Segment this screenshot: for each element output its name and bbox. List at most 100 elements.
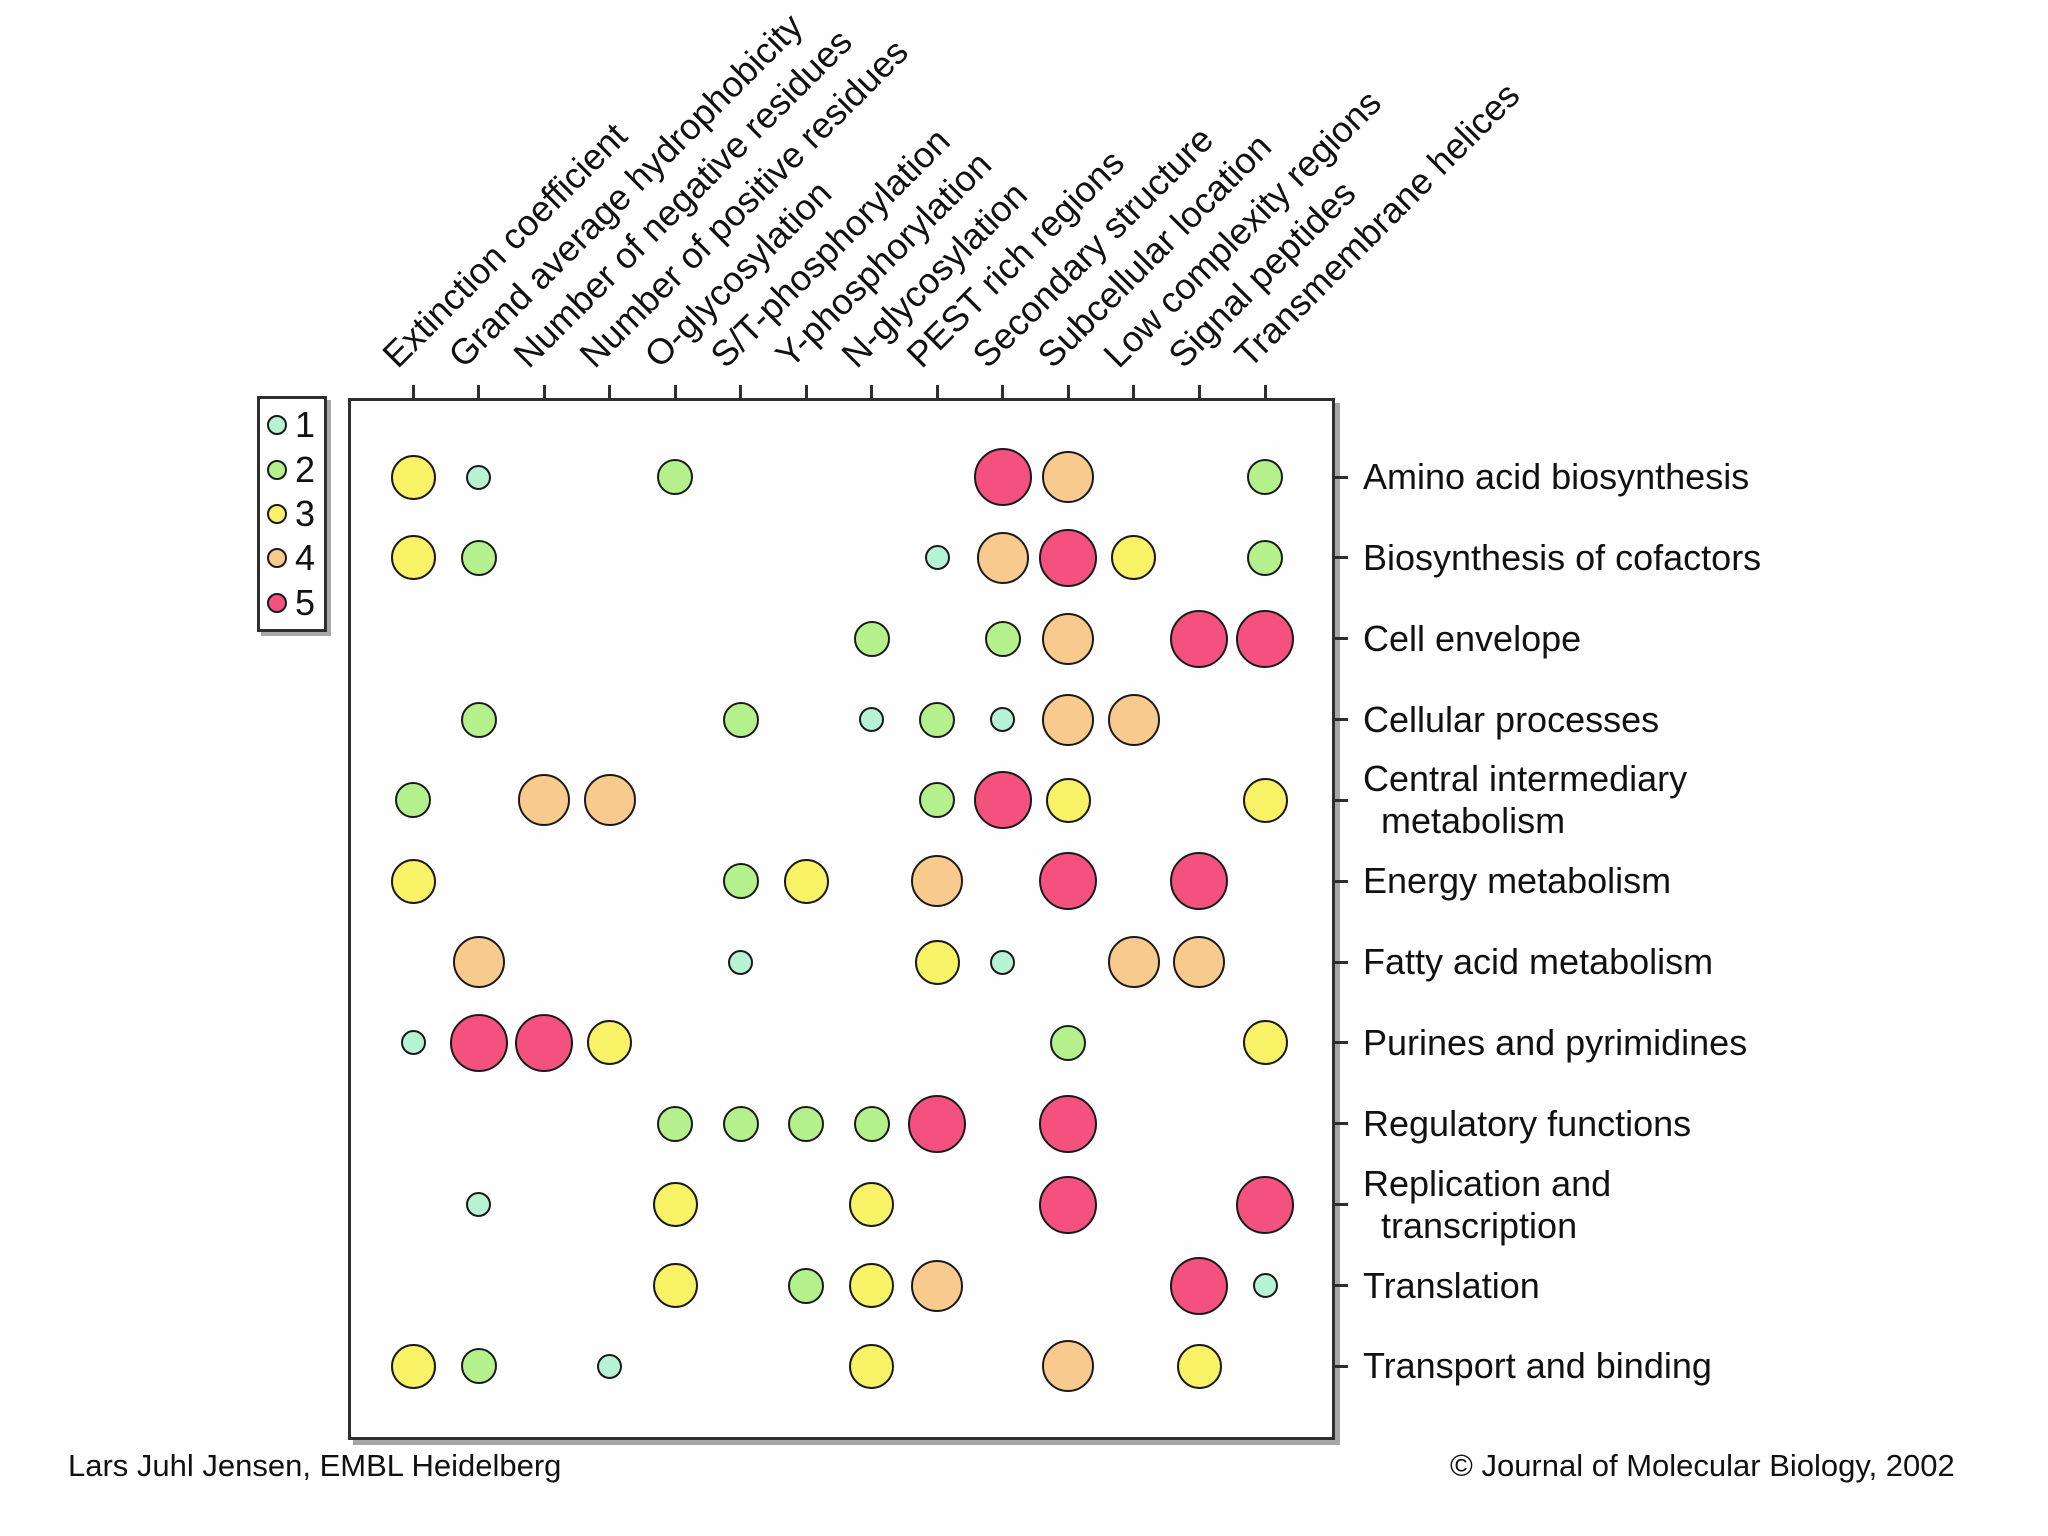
bubble-r10-c6: [788, 1267, 825, 1304]
bubble-r11-c10: [1042, 1340, 1095, 1393]
bubble-r0-c9: [973, 448, 1032, 506]
footer-author: Lars Juhl Jensen, EMBL Heidelberg: [68, 1448, 562, 1483]
bubble-r7-c1: [449, 1013, 508, 1072]
bubble-r5-c10: [1039, 852, 1098, 911]
column-tick: [1066, 385, 1070, 398]
bubble-r4-c3: [583, 774, 636, 827]
row-label: Fatty acid metabolism: [1363, 941, 1714, 983]
bubble-r8-c4: [657, 1105, 694, 1142]
bubble-r7-c10: [1050, 1024, 1087, 1061]
column-tick: [477, 385, 481, 398]
bubble-r6-c11: [1107, 936, 1160, 989]
bubble-r10-c7: [849, 1263, 895, 1308]
bubble-r1-c10: [1039, 528, 1098, 587]
row-tick: [1335, 1284, 1348, 1287]
bubble-r1-c0: [390, 535, 436, 581]
bubble-r11-c0: [390, 1343, 436, 1389]
bubble-r7-c3: [587, 1020, 633, 1066]
bubble-r8-c7: [853, 1105, 890, 1142]
bubble-r1-c9: [976, 531, 1029, 584]
legend-swatch-icon: [267, 592, 287, 613]
column-tick: [1263, 385, 1267, 398]
legend-item-1: 1: [267, 404, 324, 446]
column-tick: [411, 385, 415, 398]
legend-swatch-icon: [267, 415, 287, 436]
bubble-r1-c13: [1247, 539, 1284, 576]
bubble-r4-c8: [919, 782, 956, 819]
row-label: Biosynthesis of cofactors: [1363, 536, 1762, 578]
column-tick: [1197, 385, 1201, 398]
bubble-r7-c13: [1242, 1020, 1288, 1066]
legend-value-label: 2: [295, 448, 316, 490]
row-label: Amino acid biosynthesis: [1363, 456, 1750, 497]
legend-swatch-icon: [267, 548, 287, 569]
bubble-r0-c1: [466, 464, 492, 490]
bubble-r2-c9: [984, 620, 1021, 657]
bubble-r9-c13: [1236, 1175, 1295, 1234]
bubble-r10-c4: [652, 1263, 698, 1308]
bubble-r4-c9: [973, 771, 1032, 830]
bubble-r10-c8: [911, 1259, 964, 1312]
bubble-r2-c10: [1042, 612, 1095, 665]
bubble-r6-c9: [990, 949, 1016, 975]
bubble-r4-c0: [395, 782, 431, 819]
bubble-r4-c13: [1242, 777, 1288, 823]
bubble-r3-c1: [460, 701, 497, 738]
bubble-r8-c5: [722, 1105, 759, 1142]
legend-value-label: 4: [295, 537, 316, 579]
bubble-r7-c2: [515, 1013, 574, 1072]
bubble-r1-c1: [460, 539, 497, 576]
row-tick: [1335, 556, 1348, 560]
bubble-r5-c5: [722, 863, 759, 900]
bubble-r1-c8: [924, 545, 950, 571]
bubble-r4-c2: [518, 774, 571, 827]
bubble-r4-c10: [1045, 777, 1091, 823]
bubble-r8-c10: [1039, 1094, 1098, 1153]
bubble-r3-c8: [919, 701, 956, 738]
legend-item-4: 4: [267, 537, 324, 579]
bubble-r5-c8: [911, 855, 964, 908]
row-tick: [1335, 1122, 1348, 1126]
column-tick: [739, 385, 743, 398]
row-label: Cell envelope: [1363, 617, 1582, 659]
footer-journal: © Journal of Molecular Biology, 2002: [1450, 1448, 1955, 1483]
legend-value-label: 5: [295, 581, 316, 623]
bubble-r3-c10: [1042, 693, 1095, 746]
legend-value-label: 1: [295, 404, 316, 446]
bubble-r2-c12: [1170, 609, 1229, 668]
row-tick: [1335, 1203, 1348, 1207]
row-tick: [1335, 879, 1348, 883]
bubble-r11-c12: [1176, 1343, 1222, 1389]
column-tick: [542, 385, 546, 398]
row-label: Purines and pyrimidines: [1363, 1021, 1748, 1063]
bubble-r3-c5: [722, 701, 759, 738]
bubble-r0-c13: [1247, 459, 1284, 495]
bubble-r7-c0: [400, 1030, 426, 1056]
bubble-r9-c10: [1039, 1175, 1098, 1234]
bubble-r11-c7: [849, 1343, 895, 1389]
bubble-r9-c7: [849, 1182, 895, 1228]
bubble-r1-c11: [1111, 535, 1157, 581]
row-tick: [1335, 960, 1348, 964]
row-tick: [1335, 718, 1348, 722]
bubble-r2-c7: [853, 620, 890, 657]
row-label: Translation: [1363, 1264, 1540, 1306]
column-tick: [935, 385, 939, 398]
bubble-r6-c12: [1173, 936, 1226, 989]
row-tick: [1335, 798, 1348, 802]
column-tick: [673, 385, 677, 398]
bubble-r9-c1: [466, 1192, 492, 1218]
column-tick: [1001, 385, 1005, 398]
column-tick: [870, 385, 874, 398]
bubble-r3-c9: [990, 707, 1016, 733]
bubble-r0-c4: [657, 459, 694, 495]
row-label: Transport and binding: [1363, 1345, 1712, 1387]
legend-item-3: 3: [267, 493, 324, 535]
bubble-r6-c5: [728, 949, 754, 975]
bubble-r5-c6: [783, 858, 829, 904]
legend-item-5: 5: [267, 582, 324, 624]
legend-value-label: 3: [295, 492, 316, 534]
column-tick: [1132, 385, 1136, 398]
